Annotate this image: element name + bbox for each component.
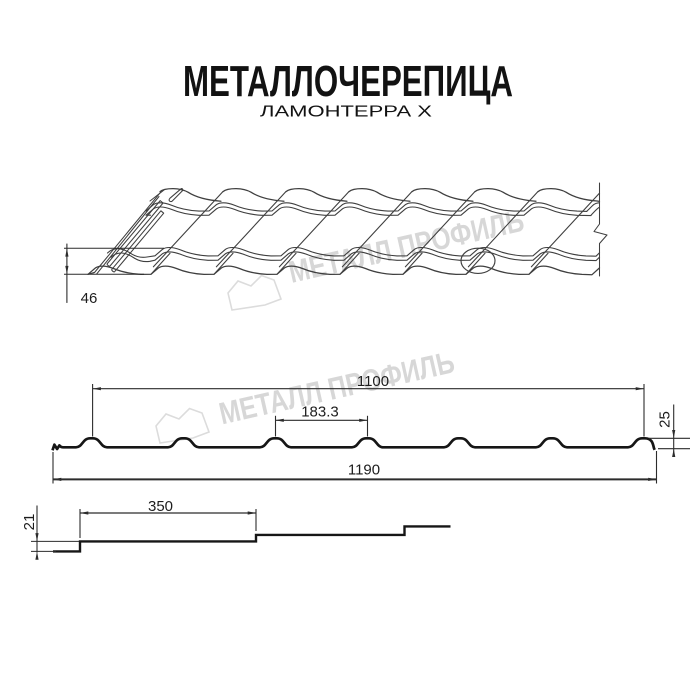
svg-text:350: 350: [148, 498, 173, 515]
svg-text:25: 25: [656, 411, 673, 428]
svg-text:21: 21: [21, 514, 38, 531]
svg-text:ЛАМОНТЕРРА X: ЛАМОНТЕРРА X: [260, 104, 432, 121]
svg-text:1100: 1100: [357, 373, 389, 390]
svg-text:46: 46: [81, 290, 98, 307]
svg-text:183.3: 183.3: [301, 403, 339, 420]
svg-text:1190: 1190: [348, 461, 380, 478]
svg-text:МЕТАЛЛОЧЕРЕПИЦА: МЕТАЛЛОЧЕРЕПИЦА: [183, 57, 513, 106]
